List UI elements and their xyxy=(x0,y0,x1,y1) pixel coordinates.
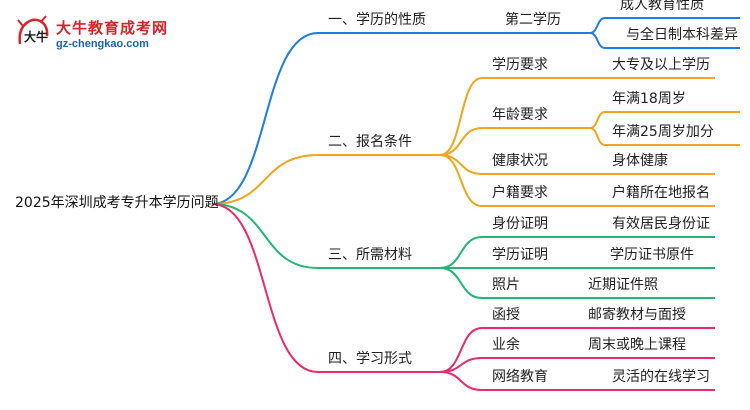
bull-logo-icon: 大牛 xyxy=(17,15,49,45)
leaf-topic: 身体健康 xyxy=(612,153,668,169)
subtopic: 学历要求 xyxy=(492,57,548,73)
subtopic: 户籍要求 xyxy=(492,185,548,201)
leaf-connector xyxy=(589,17,606,34)
branch-topic: 三、所需材料 xyxy=(328,247,412,263)
branch-topic: 二、报名条件 xyxy=(328,134,412,150)
branch-connector xyxy=(211,154,319,205)
leaf-topic: 年满18周岁 xyxy=(612,91,686,107)
subtopic-connector xyxy=(439,154,483,207)
subtopic: 年龄要求 xyxy=(492,107,548,123)
subtopic-connector xyxy=(439,154,483,175)
branch-connector xyxy=(211,32,319,205)
branch-topic: 四、学习形式 xyxy=(328,351,412,367)
branch-connector xyxy=(211,203,319,269)
svg-text:大牛: 大牛 xyxy=(24,29,48,44)
subtopic-connector xyxy=(439,371,483,391)
leaf-topic: 有效居民身份证 xyxy=(612,216,710,232)
logo-url[interactable]: gz-chengkao.com xyxy=(56,38,149,50)
leaf-topic: 大专及以上学历 xyxy=(612,57,710,73)
subtopic: 健康状况 xyxy=(492,153,548,169)
leaf-topic: 户籍所在地报名 xyxy=(612,185,710,201)
subtopic-connector xyxy=(439,77,483,156)
subtopic-connector xyxy=(439,127,483,156)
branch-topic: 一、学历的性质 xyxy=(328,12,426,28)
subtopic: 网络教育 xyxy=(492,369,548,385)
subtopic: 函授 xyxy=(492,307,520,323)
logo-title: 大牛教育成考网 xyxy=(56,19,169,37)
subtopic: 照片 xyxy=(492,277,520,293)
leaf-connector xyxy=(589,32,606,49)
branch-connector xyxy=(211,203,319,373)
subtopic: 身份证明 xyxy=(492,216,548,232)
leaf-topic: 邮寄教材与面授 xyxy=(588,307,686,323)
leaf-connector xyxy=(589,127,606,146)
leaf-topic: 与全日制本科差异 xyxy=(626,27,738,43)
leaf-topic: 年满25周岁加分 xyxy=(612,124,714,140)
subtopic-connector xyxy=(439,236,483,269)
subtopic: 业余 xyxy=(492,337,520,353)
leaf-topic: 学历证书原件 xyxy=(610,247,694,263)
leaf-topic: 灵活的在线学习 xyxy=(612,369,710,385)
leaf-topic: 成人教育性质 xyxy=(620,0,704,13)
subtopic: 第二学历 xyxy=(505,12,561,28)
leaf-topic: 周末或晚上课程 xyxy=(588,337,686,353)
subtopic-connector xyxy=(439,267,483,299)
site-logo: 大牛 大牛教育成考网 gz-chengkao.com xyxy=(14,14,167,56)
leaf-connector xyxy=(589,111,606,129)
root-topic: 2025年深圳成考专升本学历问题 xyxy=(15,195,219,211)
subtopic: 学历证明 xyxy=(492,247,548,263)
leaf-topic: 近期证件照 xyxy=(588,277,658,293)
